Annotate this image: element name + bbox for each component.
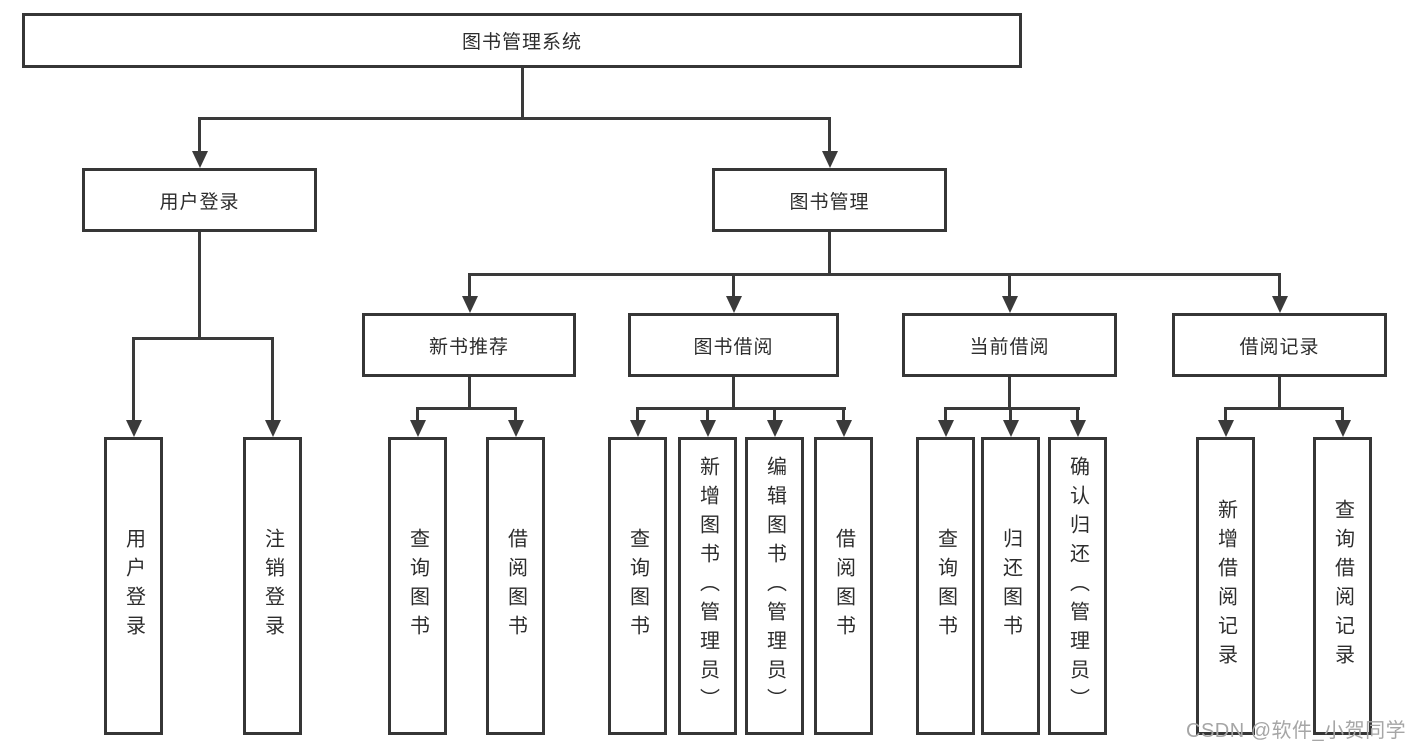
connector-stem-current-borrowing <box>1008 377 1011 407</box>
leaf-logout: 注销登录 <box>243 437 302 735</box>
node-current-borrowing: 当前借阅 <box>902 313 1117 377</box>
arrow-to-bb-add-books <box>706 407 709 420</box>
leaf-cb-return-books-label: 归还图书 <box>999 528 1022 644</box>
node-root-label: 图书管理系统 <box>461 32 582 53</box>
leaf-nbr-query-books-label: 查询图书 <box>406 528 429 644</box>
node-user-login-label: 用户登录 <box>159 191 240 213</box>
arrow-to-leaf-logout <box>271 337 274 420</box>
node-book-management-label: 图书管理 <box>789 191 870 213</box>
arrow-to-book-borrowing <box>732 273 735 296</box>
arrow-to-current-borrowing <box>1008 273 1011 296</box>
node-borrowing-records-label: 借阅记录 <box>1239 336 1320 358</box>
leaf-bb-borrow-books: 借阅图书 <box>814 437 873 735</box>
connector-stem-borrowing-records <box>1278 377 1281 407</box>
leaf-bb-add-books-admin-label: 新增图书（管理员） <box>696 455 719 717</box>
leaf-bb-query-books-label: 查询图书 <box>626 528 649 644</box>
connector-bar-book-management <box>468 273 1281 276</box>
arrow-to-bb-edit-books <box>773 407 776 420</box>
arrow-to-cb-return-books <box>1009 407 1012 420</box>
node-book-borrowing-label: 图书借阅 <box>693 336 774 358</box>
leaf-br-add-record: 新增借阅记录 <box>1196 437 1255 735</box>
arrow-to-user-login <box>198 117 201 151</box>
leaf-br-query-record-label: 查询借阅记录 <box>1331 499 1354 673</box>
arrow-to-cb-confirm-return <box>1076 407 1079 420</box>
leaf-nbr-query-books: 查询图书 <box>388 437 447 735</box>
leaf-user-login: 用户登录 <box>104 437 163 735</box>
node-user-login: 用户登录 <box>82 168 317 232</box>
arrow-to-borrowing-records <box>1278 273 1281 296</box>
connector-stem-book-borrowing <box>732 377 735 407</box>
connector-bar-root <box>198 117 831 120</box>
connector-bar-current-borrowing <box>944 407 1080 410</box>
leaf-bb-add-books-admin: 新增图书（管理员） <box>678 437 737 735</box>
arrow-to-br-add-record <box>1224 407 1227 420</box>
node-new-book-recommend: 新书推荐 <box>362 313 576 377</box>
leaf-cb-return-books: 归还图书 <box>981 437 1040 735</box>
connector-stem-book-management <box>828 232 831 273</box>
connector-bar-user-login <box>132 337 274 340</box>
arrow-to-leaf-user-login <box>132 337 135 420</box>
connector-bar-borrowing-records <box>1224 407 1344 410</box>
leaf-br-add-record-label: 新增借阅记录 <box>1214 499 1237 673</box>
leaf-nbr-borrow-books-label: 借阅图书 <box>504 528 527 644</box>
node-current-borrowing-label: 当前借阅 <box>969 336 1050 358</box>
leaf-nbr-borrow-books: 借阅图书 <box>486 437 545 735</box>
leaf-bb-borrow-books-label: 借阅图书 <box>832 528 855 644</box>
connector-stem-root <box>521 68 524 117</box>
arrow-to-cb-query-books <box>944 407 947 420</box>
arrow-to-book-management <box>828 117 831 151</box>
connector-stem-new-book-recommend <box>468 377 471 407</box>
node-borrowing-records: 借阅记录 <box>1172 313 1387 377</box>
connector-bar-new-book-recommend <box>416 407 516 410</box>
connector-bar-book-borrowing <box>636 407 846 410</box>
leaf-cb-confirm-return-admin: 确认归还（管理员） <box>1048 437 1107 735</box>
leaf-bb-query-books: 查询图书 <box>608 437 667 735</box>
leaf-bb-edit-books-admin-label: 编辑图书（管理员） <box>763 455 786 717</box>
arrow-to-br-query-record <box>1341 407 1344 420</box>
node-book-management: 图书管理 <box>712 168 947 232</box>
arrow-to-nbr-query-books <box>416 407 419 420</box>
arrow-to-bb-query-books <box>636 407 639 420</box>
leaf-user-login-label: 用户登录 <box>122 528 145 644</box>
node-book-borrowing: 图书借阅 <box>628 313 839 377</box>
leaf-logout-label: 注销登录 <box>261 528 284 644</box>
leaf-cb-query-books-label: 查询图书 <box>934 528 957 644</box>
leaf-cb-query-books: 查询图书 <box>916 437 975 735</box>
arrow-to-bb-borrow-books <box>842 407 845 420</box>
arrow-to-new-book-recommend <box>468 273 471 296</box>
node-root: 图书管理系统 <box>22 13 1022 68</box>
leaf-br-query-record: 查询借阅记录 <box>1313 437 1372 735</box>
node-new-book-recommend-label: 新书推荐 <box>428 336 509 358</box>
arrow-to-nbr-borrow-books <box>514 407 517 420</box>
leaf-cb-confirm-return-admin-label: 确认归还（管理员） <box>1066 455 1089 717</box>
connector-stem-user-login <box>198 232 201 337</box>
leaf-bb-edit-books-admin: 编辑图书（管理员） <box>745 437 804 735</box>
csdn-watermark: CSDN @软件_小贺同学 <box>1186 720 1405 742</box>
